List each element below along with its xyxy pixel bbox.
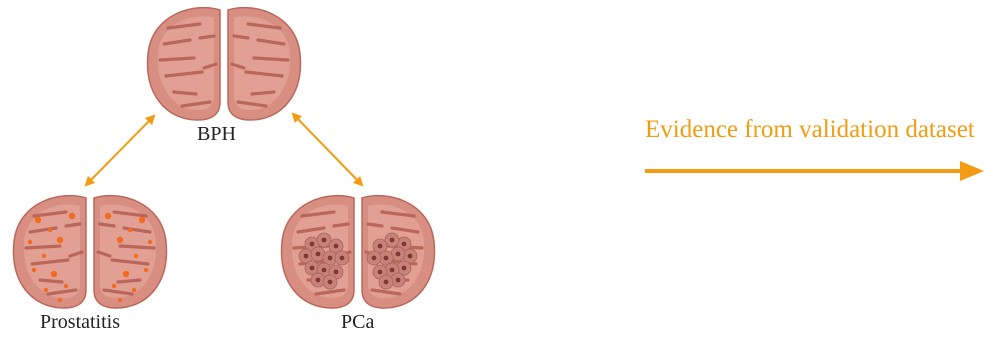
- prostatitis-label: Prostatitis: [40, 311, 120, 334]
- prostate-gland-inflamed-icon: [14, 196, 167, 308]
- prostate-gland-bph-icon: [148, 8, 301, 120]
- evidence-caption: Evidence from validation dataset: [645, 116, 975, 144]
- prostate-gland-tumor-icon: [282, 196, 435, 308]
- pca-label: PCa: [341, 311, 374, 334]
- bph-pca-arrow: [295, 116, 360, 183]
- bph-prostatitis-arrow: [88, 118, 152, 183]
- bph-label: BPH: [197, 123, 236, 146]
